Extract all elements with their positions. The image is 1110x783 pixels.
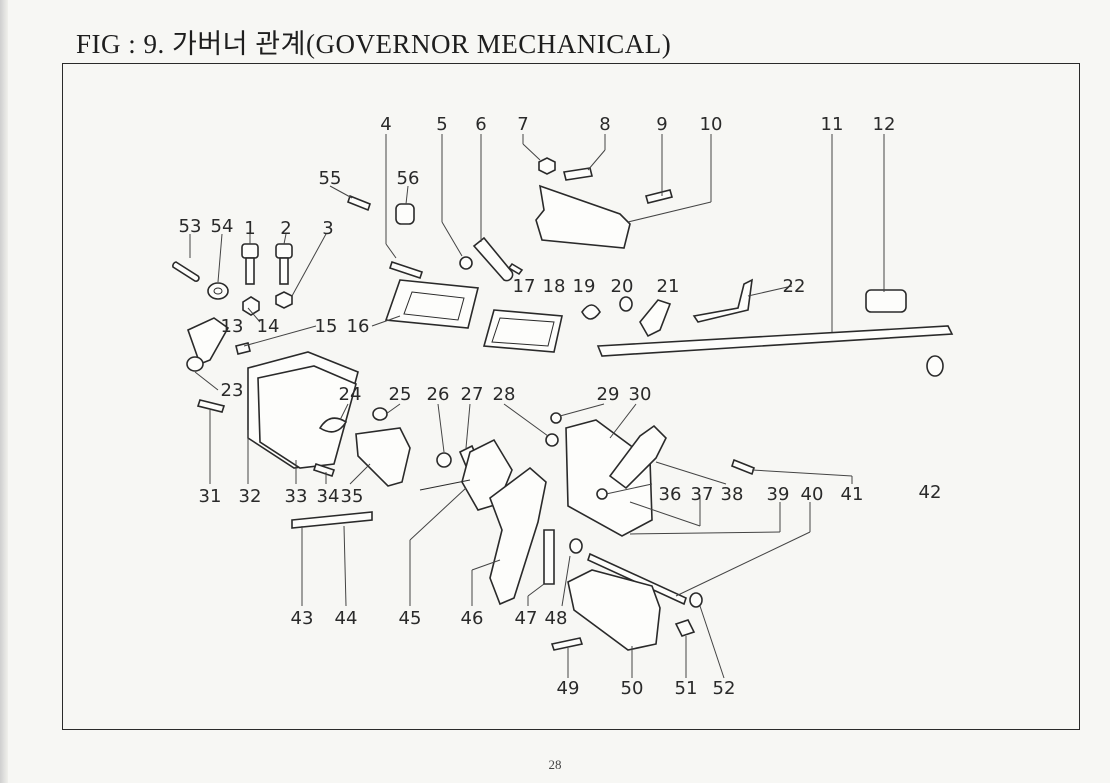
scan-edge bbox=[0, 0, 8, 783]
diagram-frame bbox=[62, 63, 1080, 730]
callout-43: 43 bbox=[291, 608, 314, 629]
callout-54: 54 bbox=[211, 216, 234, 237]
callout-24: 24 bbox=[339, 384, 362, 405]
callout-45: 45 bbox=[399, 608, 422, 629]
callout-14: 14 bbox=[257, 316, 280, 337]
callout-32: 32 bbox=[239, 486, 262, 507]
callout-42: 42 bbox=[919, 482, 942, 503]
callout-18: 18 bbox=[543, 276, 566, 297]
callout-8: 8 bbox=[599, 114, 610, 135]
callout-51: 51 bbox=[675, 678, 698, 699]
callout-13: 13 bbox=[221, 316, 244, 337]
callout-30: 30 bbox=[629, 384, 652, 405]
callout-41: 41 bbox=[841, 484, 864, 505]
callout-22: 22 bbox=[783, 276, 806, 297]
callout-31: 31 bbox=[199, 486, 222, 507]
callout-leader-lines bbox=[189, 134, 885, 679]
callout-10: 10 bbox=[700, 114, 723, 135]
callout-28: 28 bbox=[493, 384, 516, 405]
callout-26: 26 bbox=[427, 384, 450, 405]
callout-20: 20 bbox=[611, 276, 634, 297]
figure-title: FIG : 9. 가버너 관계(GOVERNOR MECHANICAL) bbox=[76, 29, 672, 59]
callout-27: 27 bbox=[461, 384, 484, 405]
callout-25: 25 bbox=[389, 384, 412, 405]
callout-35: 35 bbox=[341, 486, 364, 507]
callout-11: 11 bbox=[821, 114, 844, 135]
page-number: 28 bbox=[548, 757, 562, 772]
callout-53: 53 bbox=[179, 216, 202, 237]
callout-3: 3 bbox=[322, 218, 333, 239]
callout-48: 48 bbox=[545, 608, 568, 629]
callout-6: 6 bbox=[475, 114, 486, 135]
callout-37: 37 bbox=[691, 484, 714, 505]
callout-labels: 1 2 3 4 5 6 7 8 9 10 11 12 13 14 15 16 1… bbox=[179, 114, 942, 699]
callout-38: 38 bbox=[721, 484, 744, 505]
callout-4: 4 bbox=[380, 114, 391, 135]
callout-7: 7 bbox=[517, 114, 528, 135]
callout-50: 50 bbox=[621, 678, 644, 699]
callout-29: 29 bbox=[597, 384, 620, 405]
parts-drawings bbox=[172, 157, 954, 651]
callout-15: 15 bbox=[315, 316, 338, 337]
callout-39: 39 bbox=[767, 484, 790, 505]
callout-21: 21 bbox=[657, 276, 680, 297]
callout-2: 2 bbox=[280, 218, 291, 239]
callout-33: 33 bbox=[285, 486, 308, 507]
callout-23: 23 bbox=[221, 380, 244, 401]
callout-16: 16 bbox=[347, 316, 370, 337]
callout-40: 40 bbox=[801, 484, 824, 505]
callout-34: 34 bbox=[317, 486, 340, 507]
callout-44: 44 bbox=[335, 608, 358, 629]
callout-36: 36 bbox=[659, 484, 682, 505]
callout-19: 19 bbox=[573, 276, 596, 297]
callout-1: 1 bbox=[244, 218, 255, 239]
callout-46: 46 bbox=[461, 608, 484, 629]
callout-49: 49 bbox=[557, 678, 580, 699]
callout-17: 17 bbox=[513, 276, 536, 297]
callout-9: 9 bbox=[656, 114, 667, 135]
callout-52: 52 bbox=[713, 678, 736, 699]
callout-56: 56 bbox=[397, 168, 420, 189]
callout-55: 55 bbox=[319, 168, 342, 189]
callout-47: 47 bbox=[515, 608, 538, 629]
callout-5: 5 bbox=[436, 114, 447, 135]
callout-12: 12 bbox=[873, 114, 896, 135]
